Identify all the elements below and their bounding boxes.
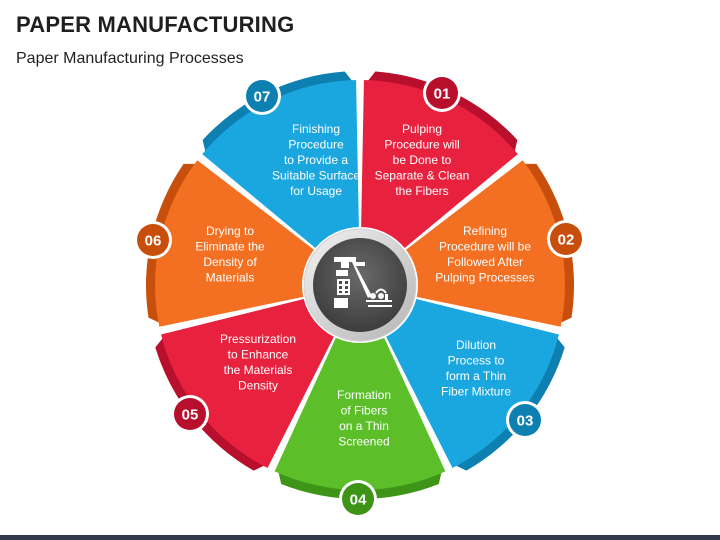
badge-fill [509,404,541,436]
step-number: 02 [558,232,575,249]
step-number: 04 [350,492,367,509]
badge-fill [426,77,458,109]
step-description-line: Density of [203,255,257,269]
badge-fill [246,80,278,112]
step-badge-04: 04 [339,480,377,518]
badge-fill [342,483,374,515]
step-description-line: Followed After [447,255,523,269]
step-description-line: Refining [463,224,507,238]
segment-wedge [161,298,334,468]
badge-fill [137,224,169,256]
step-badge-06: 06 [134,221,172,259]
step-badge-01: 01 [423,74,461,112]
step-description-line: Separate & Clean [375,169,470,183]
step-number: 06 [145,233,162,250]
step-number: 03 [517,413,534,430]
step-badge-07: 07 [243,77,281,115]
step-description-line: form a Thin [446,369,506,383]
step-description-line: Pressurization [220,332,296,346]
badge-fill [174,398,206,430]
segment-wedge [361,80,518,248]
step-description-line: be Done to [393,153,452,167]
step-description-line: Procedure will be [439,239,531,253]
step-description-line: to Provide a [284,153,348,167]
step-description-line: for Usage [290,184,342,198]
step-number: 07 [254,89,271,106]
step-description-line: Density [238,378,278,392]
step-description-line: Eliminate the [195,239,265,253]
step-description-line: Dilution [456,338,496,352]
step-description-line: the Materials [224,363,293,377]
step-description-line: Procedure [288,138,344,152]
step-description-line: Process to [448,353,505,367]
step-description-line: the Fibers [395,184,448,198]
step-description-line: Fiber Mixture [441,384,511,398]
step-badge-02: 02 [547,220,585,258]
step-badge-05: 05 [171,395,209,433]
segment-wedge [406,160,565,327]
segment-wedge [386,298,559,468]
step-description-line: to Enhance [228,347,289,361]
step-description-line: Materials [206,270,255,284]
segment-wedge [154,160,314,327]
step-number: 01 [434,86,451,103]
step-description-line: on a Thin [339,419,389,433]
page-subtitle: Paper Manufacturing Processes [16,50,244,67]
step-description-line: Drying to [206,224,254,238]
step-number: 05 [182,407,199,424]
bottom-bar [0,535,720,540]
segment-wedge [202,80,359,248]
step-description-line: Formation [337,388,391,402]
step-description-line: Procedure will [384,138,459,152]
step-description-line: Screened [338,434,389,448]
paper-machine-icon [334,257,392,308]
step-description-line: Pulping Processes [435,270,534,284]
page-title: PAPER MANUFACTURING [16,12,295,37]
step-description-line: Finishing [292,122,340,136]
badge-fill [550,223,582,255]
segment-wedge [274,337,446,491]
step-badge-03: 03 [506,401,544,439]
center-hub [303,228,417,342]
step-description-line: Pulping [402,122,442,136]
step-description-line: of Fibers [341,403,388,417]
step-description-line: Suitable Surface [272,169,360,183]
